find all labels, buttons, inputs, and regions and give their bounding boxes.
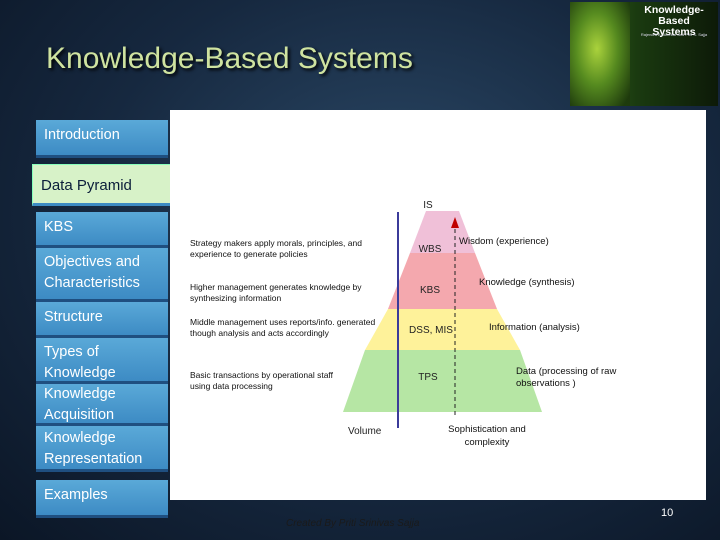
footer-credit: Created By Priti Srinivas Sajja <box>286 518 420 529</box>
book-cover-image: Knowledge-Based Systems Rajendra A. Aker… <box>570 2 718 106</box>
nav-item-data-pyramid[interactable]: Data Pyramid <box>32 164 174 206</box>
book-title-line2: Systems <box>652 26 696 38</box>
description-wbs-box: Strategy makers apply morals, principles… <box>190 238 362 259</box>
sophistication-label: Sophistication and complexity <box>448 424 526 448</box>
description-tps-box: Basic transactions by operational staff … <box>190 370 334 391</box>
right-label-wisdom-box: Wisdom (experience) <box>459 236 549 247</box>
right-label-knowledge-box: Knowledge (synthesis) <box>479 277 575 288</box>
pyramid-band-tps <box>343 350 542 412</box>
pyramid-top-label: IS <box>423 200 433 211</box>
sophistication-label-box: Sophistication and complexity <box>448 424 526 448</box>
nav-item-types-of-knowledge[interactable]: Types of Knowledge <box>36 338 168 384</box>
content-panel: IS WBS KBS DSS, MIS TPS Strategy makers … <box>170 110 706 500</box>
nav-item-kbs[interactable]: KBS <box>36 212 168 248</box>
book-authors: Rajendra A. Akerkar and Priti S. Sajja <box>640 32 708 37</box>
nav-item-examples[interactable]: Examples <box>36 480 168 518</box>
description-kbs: Higher management generates knowledge by… <box>190 282 362 303</box>
nav-item-knowledge-acquisition[interactable]: Knowledge Acquisition <box>36 384 168 426</box>
right-label-information: Information (analysis) <box>489 322 580 333</box>
description-kbs-box: Higher management generates knowledge by… <box>190 282 362 303</box>
slide-title: Knowledge-Based Systems <box>46 42 413 75</box>
right-label-data-box: Data (processing of raw observations ) <box>516 366 617 389</box>
sophistication-arrowhead <box>451 217 459 228</box>
face-illustration <box>570 2 630 106</box>
right-label-wisdom: Wisdom (experience) <box>459 236 549 247</box>
pyramid-band-dss-mis <box>365 309 520 350</box>
right-label-information-box: Information (analysis) <box>489 322 580 333</box>
page-number: 10 <box>661 507 674 519</box>
level-name-kbs: KBS <box>420 285 440 296</box>
pyramid-band-wbs <box>410 211 475 253</box>
level-name-dss-mis: DSS, MIS <box>409 325 453 336</box>
level-name-tps: TPS <box>418 372 438 383</box>
description-dss-mis: Middle management uses reports/info. gen… <box>190 317 376 338</box>
data-pyramid-diagram: IS WBS KBS DSS, MIS TPS Strategy makers … <box>190 200 617 448</box>
description-dss-mis-box: Middle management uses reports/info. gen… <box>190 317 376 338</box>
description-tps: Basic transactions by operational staff … <box>190 370 334 391</box>
volume-label: Volume <box>348 426 382 437</box>
nav-item-objectives[interactable]: Objectives and Characteristics <box>36 248 168 302</box>
right-label-knowledge: Knowledge (synthesis) <box>479 277 575 288</box>
nav-item-introduction[interactable]: Introduction <box>36 120 168 158</box>
book-title: Knowledge-Based Systems <box>632 5 716 38</box>
level-name-wbs: WBS <box>419 244 442 255</box>
nav-item-structure[interactable]: Structure <box>36 302 168 338</box>
nav-item-knowledge-representation[interactable]: Knowledge Representation <box>36 426 168 472</box>
pyramid-band-kbs <box>388 253 497 309</box>
description-wbs: Strategy makers apply morals, principles… <box>190 238 362 259</box>
right-label-data: Data (processing of raw observations ) <box>516 366 617 389</box>
book-title-line1: Knowledge-Based <box>644 4 704 27</box>
